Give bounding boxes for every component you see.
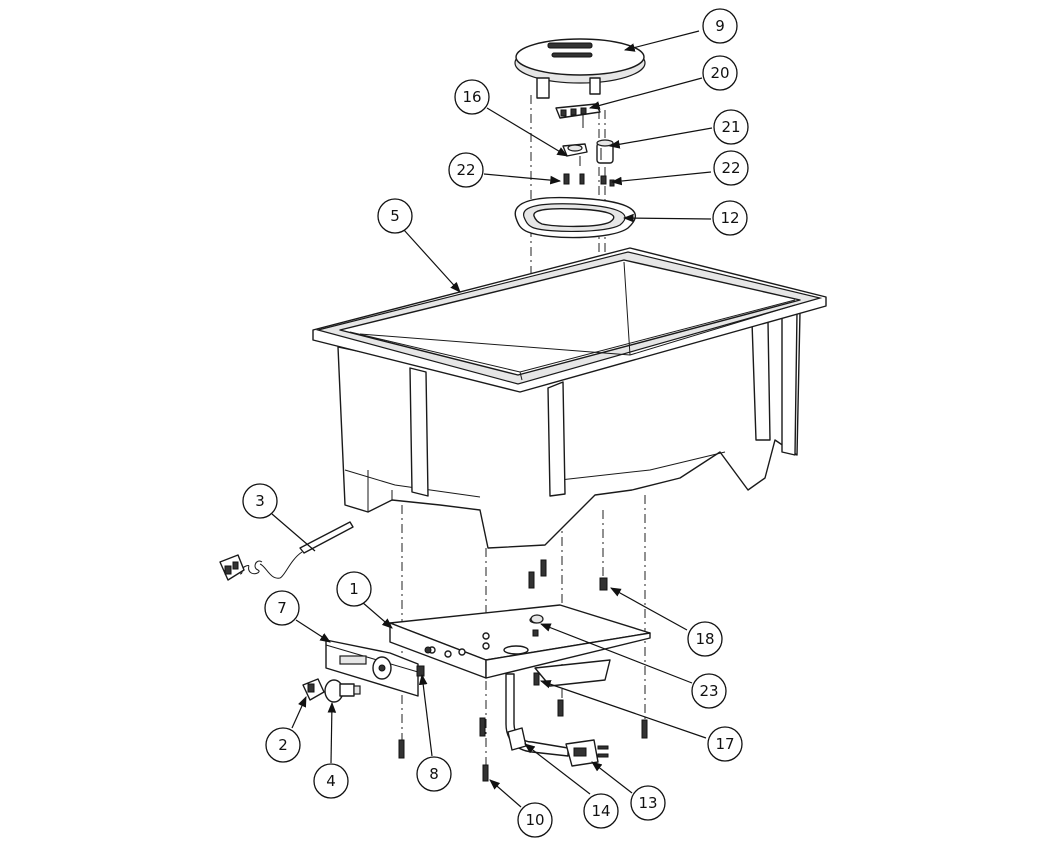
callout-10: 10 — [517, 802, 553, 838]
callout-12: 12 — [712, 200, 748, 236]
callout-circle — [702, 55, 738, 91]
callout-circle — [448, 152, 484, 188]
callout-5: 5 — [377, 198, 413, 234]
callout-17: 17 — [707, 726, 743, 762]
callout-number: 10 — [525, 811, 544, 829]
callout-circle — [712, 200, 748, 236]
callout-circle — [713, 150, 749, 186]
callout-number: 14 — [591, 802, 610, 820]
part-control-bracket — [325, 639, 419, 697]
callout-circle — [336, 571, 372, 607]
callout-23: 23 — [691, 673, 727, 709]
callout-circle — [630, 785, 666, 821]
part-gasket-ring — [514, 196, 636, 239]
callout-number: 23 — [699, 682, 718, 700]
callout-circle — [242, 483, 278, 519]
callout-number: 4 — [326, 772, 336, 790]
part-knob — [324, 679, 361, 703]
callout-circle — [265, 727, 301, 763]
callout-9: 9 — [702, 8, 738, 44]
callout-13: 13 — [630, 785, 666, 821]
callout-number: 22 — [721, 159, 740, 177]
callout-4: 4 — [313, 763, 349, 799]
callout-circle — [707, 726, 743, 762]
callout-circle — [313, 763, 349, 799]
callout-3: 3 — [242, 483, 278, 519]
callout-circle — [583, 793, 619, 829]
callout-circle — [517, 802, 553, 838]
callout-22a: 22 — [448, 152, 484, 188]
callout-circle — [713, 109, 749, 145]
callout-circle — [454, 79, 490, 115]
part-screws-small — [563, 173, 615, 187]
callout-18: 18 — [687, 621, 723, 657]
callout-number: 1 — [349, 580, 359, 598]
part-screw-8 — [416, 646, 432, 677]
callout-number: 17 — [715, 735, 734, 753]
callout-number: 2 — [278, 736, 288, 754]
part-base-plate — [389, 604, 651, 687]
part-screws-10 — [398, 699, 648, 782]
callout-number: 7 — [277, 599, 287, 617]
callout-number: 21 — [721, 118, 740, 136]
callout-number: 20 — [710, 64, 729, 82]
callout-number: 22 — [456, 161, 475, 179]
callout-number: 18 — [695, 630, 714, 648]
part-basin — [312, 247, 827, 549]
callout-14: 14 — [583, 793, 619, 829]
callout-8: 8 — [416, 756, 452, 792]
callout-7: 7 — [264, 590, 300, 626]
callout-circle — [702, 8, 738, 44]
callout-circle — [416, 756, 452, 792]
callout-20: 20 — [702, 55, 738, 91]
part-screw-17 — [533, 672, 540, 686]
callout-22b: 22 — [713, 150, 749, 186]
callout-number: 8 — [429, 765, 439, 783]
callout-circle — [377, 198, 413, 234]
callout-1: 1 — [336, 571, 372, 607]
part-lid — [514, 38, 646, 99]
callout-number: 3 — [255, 492, 265, 510]
callout-number: 13 — [638, 794, 657, 812]
callout-16: 16 — [454, 79, 490, 115]
part-thermostat-clip — [562, 143, 588, 166]
part-bushing — [596, 139, 614, 164]
callout-21: 21 — [713, 109, 749, 145]
part-switch — [302, 678, 325, 701]
callout-circle — [264, 590, 300, 626]
part-probe-cord — [219, 521, 354, 581]
callout-circle — [687, 621, 723, 657]
leader-lines — [271, 30, 713, 808]
callout-2: 2 — [265, 727, 301, 763]
callout-circle — [691, 673, 727, 709]
part-screws-18 — [528, 559, 608, 591]
callout-number: 12 — [720, 209, 739, 227]
callout-number: 9 — [715, 17, 725, 35]
part-grommet — [530, 614, 544, 637]
callout-number: 16 — [462, 88, 481, 106]
part-plug — [565, 739, 609, 767]
callout-number: 5 — [390, 207, 400, 225]
